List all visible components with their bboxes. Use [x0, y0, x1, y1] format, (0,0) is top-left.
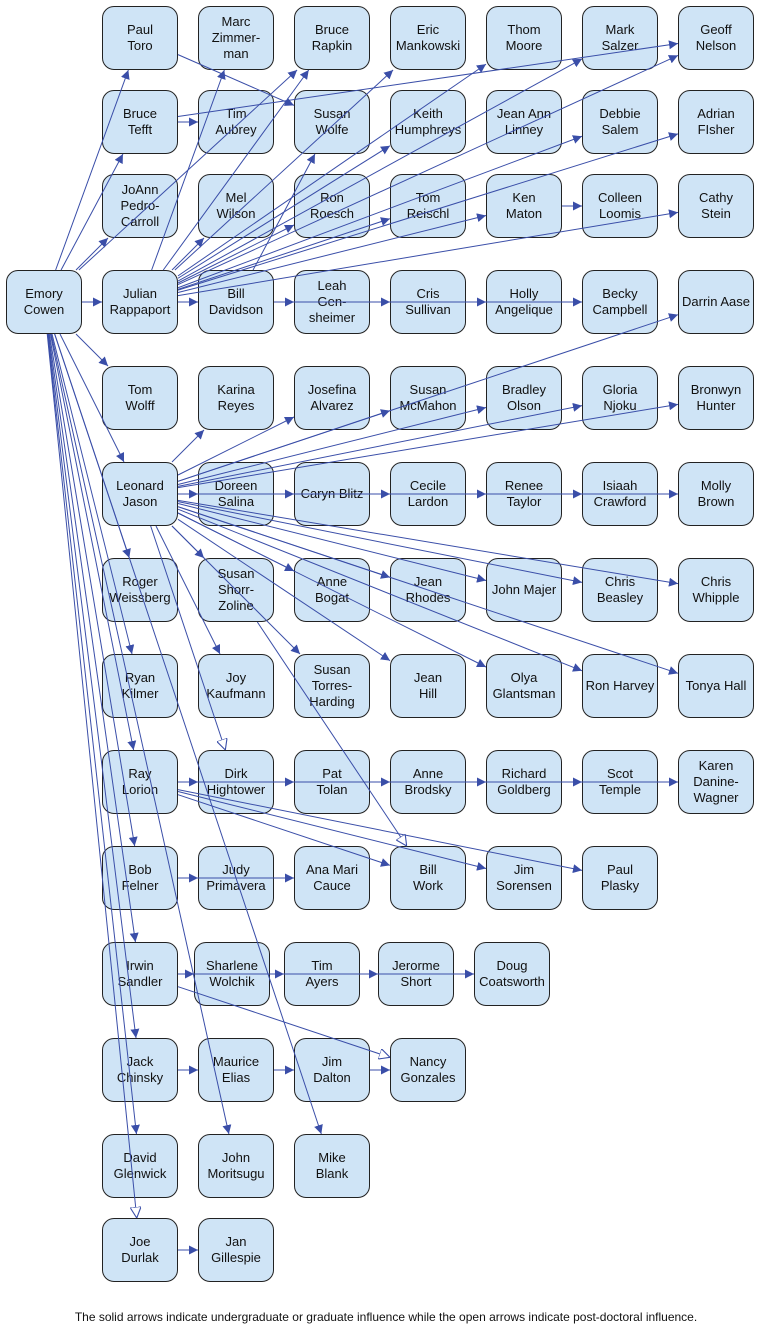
person-node-durlak: Joe Durlak: [102, 1218, 178, 1282]
person-node-aubrey: Tim Aubrey: [198, 90, 274, 154]
person-node-harvey: Ron Harvey: [582, 654, 658, 718]
person-node-mcmahon: Susan McMahon: [390, 366, 466, 430]
person-node-roger: Roger Weissberg: [102, 558, 178, 622]
person-node-tefft: Bruce Tefft: [102, 90, 178, 154]
person-node-dirk: Dirk Hightower: [198, 750, 274, 814]
person-node-glenwick: David Glenwick: [102, 1134, 178, 1198]
person-node-maton: Ken Maton: [486, 174, 562, 238]
person-node-sorensen: Jim Sorensen: [486, 846, 562, 910]
person-node-loomis: Colleen Loomis: [582, 174, 658, 238]
person-node-caryn: Caryn Blitz: [294, 462, 370, 526]
person-node-olya: Olya Glantsman: [486, 654, 562, 718]
person-node-wolfe: Susan Wolfe: [294, 90, 370, 154]
person-node-rapkin: Bruce Rapkin: [294, 6, 370, 70]
person-node-cecile: Cecile Lardon: [390, 462, 466, 526]
person-node-fisher: Adrian FIsher: [678, 90, 754, 154]
edge-leonard-to-karina: [171, 429, 205, 463]
person-node-work: Bill Work: [390, 846, 466, 910]
edge-emory-to-wolff: [75, 333, 109, 367]
person-node-maurice: Maurice Elias: [198, 1038, 274, 1102]
person-node-ana: Ana Mari Cauce: [294, 846, 370, 910]
person-node-gloria: Gloria Njoku: [582, 366, 658, 430]
edge-julian-to-mel: [171, 237, 205, 271]
person-node-mel: Mel Wilson: [198, 174, 274, 238]
person-node-molly: Molly Brown: [678, 462, 754, 526]
person-node-whipple: Chris Whipple: [678, 558, 754, 622]
person-node-linney: Jean Ann Linney: [486, 90, 562, 154]
edge-emory-to-glenwick: [47, 333, 140, 1135]
edge-emory-to-moritsugu: [50, 333, 232, 1135]
person-node-julian: Julian Rappaport: [102, 270, 178, 334]
person-node-doug: Doug Coatsworth: [474, 942, 550, 1006]
person-node-roesch: Ron Roesch: [294, 174, 370, 238]
person-node-bogat: Anne Bogat: [294, 558, 370, 622]
person-node-salzer: Mark Salzer: [582, 6, 658, 70]
person-node-torres: Susan Torres- Harding: [294, 654, 370, 718]
person-node-eric: Eric Mankowski: [390, 6, 466, 70]
person-node-nancy: Nancy Gonzales: [390, 1038, 466, 1102]
person-node-geoff: Geoff Nelson: [678, 6, 754, 70]
person-node-darrin: Darrin Aase: [678, 270, 754, 334]
person-node-brodsky: Anne Brodsky: [390, 750, 466, 814]
person-node-emory: Emory Cowen: [6, 270, 82, 334]
person-node-joann: JoAnn Pedro- Carroll: [102, 174, 178, 238]
person-node-becky: Becky Campbell: [582, 270, 658, 334]
person-node-majer: John Majer: [486, 558, 562, 622]
person-node-ayers: Tim Ayers: [284, 942, 360, 1006]
person-node-bradley: Bradley Olson: [486, 366, 562, 430]
person-node-tonya: Tonya Hall: [678, 654, 754, 718]
person-node-dalton: Jim Dalton: [294, 1038, 370, 1102]
person-node-joy: Joy Kaufmann: [198, 654, 274, 718]
person-node-shorr: Susan Shorr- Zoline: [198, 558, 274, 622]
edge-leonard-to-shorr: [171, 525, 205, 559]
person-node-karen: Karen Danine- Wagner: [678, 750, 754, 814]
person-node-rhodes: Jean Rhodes: [390, 558, 466, 622]
person-node-thom: Thom Moore: [486, 6, 562, 70]
person-node-blank: Mike Blank: [294, 1134, 370, 1198]
person-node-pat: Pat Tolan: [294, 750, 370, 814]
person-node-richard: Richard Goldberg: [486, 750, 562, 814]
person-node-sharlene: Sharlene Wolchik: [194, 942, 270, 1006]
person-node-bob: Bob Felner: [102, 846, 178, 910]
person-node-renee: Renee Taylor: [486, 462, 562, 526]
person-node-stein: Cathy Stein: [678, 174, 754, 238]
person-node-salem: Debbie Salem: [582, 90, 658, 154]
person-node-gillespie: Jan Gillespie: [198, 1218, 274, 1282]
person-node-keith: Keith Humphreys: [390, 90, 466, 154]
person-node-reischl: Tom Reischl: [390, 174, 466, 238]
person-node-plasky: Paul Plasky: [582, 846, 658, 910]
person-node-judy: Judy Primavera: [198, 846, 274, 910]
person-node-paul-toro: Paul Toro: [102, 6, 178, 70]
person-node-davidson: Bill Davidson: [198, 270, 274, 334]
person-node-marc: Marc Zimmer- man: [198, 6, 274, 70]
person-node-bronwyn: Bronwyn Hunter: [678, 366, 754, 430]
person-node-ryan: Ryan Kilmer: [102, 654, 178, 718]
person-node-karina: Karina Reyes: [198, 366, 274, 430]
edge-emory-to-joann: [75, 237, 109, 271]
person-node-hill: Jean Hill: [390, 654, 466, 718]
person-node-irwin: Irwin Sandler: [102, 942, 178, 1006]
person-node-beasley: Chris Beasley: [582, 558, 658, 622]
person-node-wolff: Tom Wolff: [102, 366, 178, 430]
person-node-scot: Scot Temple: [582, 750, 658, 814]
person-node-jack: Jack Chinsky: [102, 1038, 178, 1102]
person-node-doreen: Doreen Salina: [198, 462, 274, 526]
person-node-cris: Cris Sullivan: [390, 270, 466, 334]
person-node-josefina: Josefina Alvarez: [294, 366, 370, 430]
person-node-ray: Ray Lorion: [102, 750, 178, 814]
person-node-isiaah: Isiaah Crawford: [582, 462, 658, 526]
person-node-moritsugu: John Moritsugu: [198, 1134, 274, 1198]
person-node-leah: Leah Gen- sheimer: [294, 270, 370, 334]
person-node-leonard: Leonard Jason: [102, 462, 178, 526]
edge-emory-to-blank: [54, 333, 323, 1135]
person-node-holly: Holly Angelique: [486, 270, 562, 334]
person-node-short: Jerorme Short: [378, 942, 454, 1006]
legend-caption: The solid arrows indicate undergraduate …: [74, 1310, 698, 1324]
